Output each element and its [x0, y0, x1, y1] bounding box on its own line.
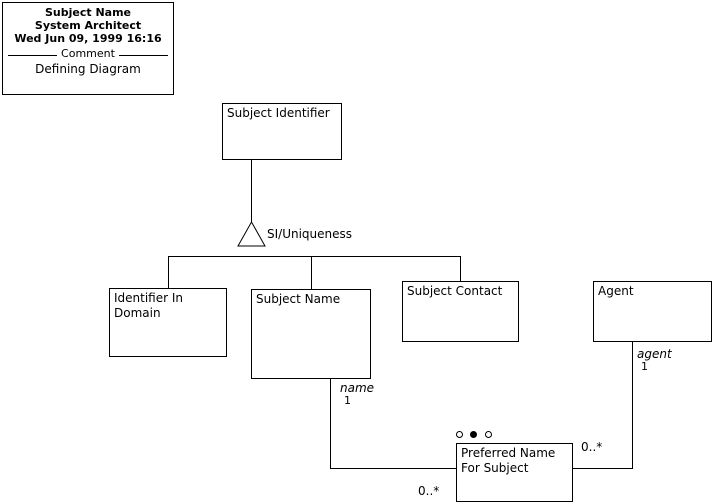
selection-handle-center[interactable] — [470, 431, 477, 438]
class-box-subject-contact[interactable]: Subject Contact — [402, 281, 519, 342]
connector-subject-name-down — [330, 379, 331, 468]
selection-handle-left[interactable] — [456, 431, 463, 438]
comment-rule-right — [118, 54, 168, 56]
role-label-agent: agent — [637, 347, 672, 361]
connector-identifier-to-generalization — [251, 160, 252, 222]
class-box-identifier-in-domain[interactable]: Identifier In Domain — [109, 288, 227, 357]
connector-bar-to-identifier-in-domain — [168, 256, 169, 288]
class-label-preferred-name-for-subject: Preferred Name For Subject — [461, 446, 556, 475]
connector-subject-name-across — [330, 468, 456, 469]
selection-handle-right[interactable] — [485, 431, 492, 438]
class-box-subject-identifier[interactable]: Subject Identifier — [222, 103, 342, 160]
generalization-bar — [168, 256, 461, 257]
class-box-agent[interactable]: Agent — [593, 281, 712, 342]
class-label-subject-identifier: Subject Identifier — [227, 106, 330, 120]
role-label-name: name — [340, 381, 375, 395]
class-box-subject-name[interactable]: Subject Name — [251, 289, 371, 379]
class-label-subject-contact: Subject Contact — [407, 284, 503, 298]
multiplicity-agent-one: 1 — [641, 360, 648, 373]
diagram-title-block: Subject Name System Architect Wed Jun 09… — [2, 2, 174, 95]
class-label-agent: Agent — [598, 284, 634, 298]
connector-agent-down — [632, 342, 633, 468]
title-timestamp: Wed Jun 09, 1999 16:16 — [14, 32, 162, 45]
multiplicity-left: 0..* — [418, 484, 440, 498]
comment-rule-left — [8, 54, 58, 56]
title-subject-name: Subject Name — [44, 6, 132, 19]
multiplicity-right: 0..* — [581, 440, 603, 454]
generalization-triangle — [237, 221, 266, 247]
connector-agent-across — [573, 468, 633, 469]
generalization-label: SI/Uniqueness — [267, 227, 353, 241]
connector-bar-to-subject-name — [311, 256, 312, 289]
comment-text: Defining Diagram — [35, 62, 141, 76]
multiplicity-name-one: 1 — [344, 394, 351, 407]
comment-divider: Comment — [8, 47, 168, 61]
title-system-architect: System Architect — [34, 19, 142, 32]
comment-caption: Comment — [61, 47, 115, 60]
class-box-preferred-name-for-subject[interactable]: Preferred Name For Subject — [456, 443, 573, 502]
class-label-identifier-in-domain: Identifier In Domain — [114, 291, 184, 320]
connector-bar-to-subject-contact — [460, 256, 461, 281]
class-label-subject-name: Subject Name — [256, 292, 341, 306]
